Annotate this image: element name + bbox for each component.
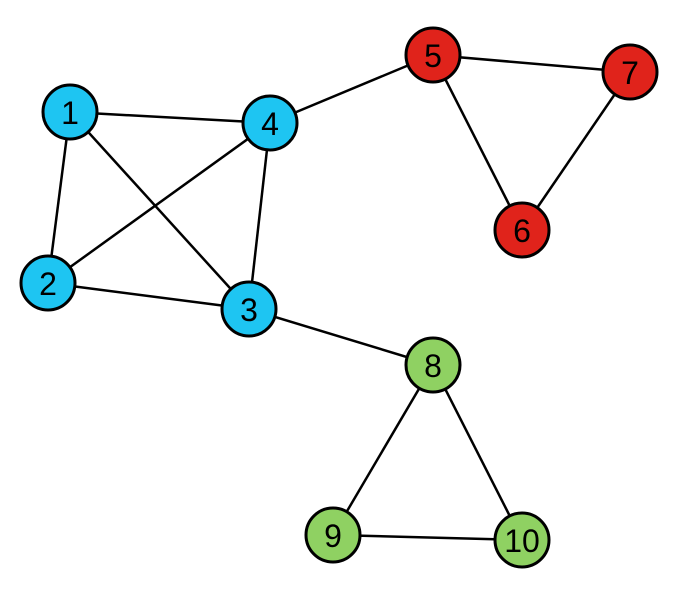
edge-5-7 — [432, 53, 631, 74]
edge-4-5 — [269, 53, 434, 125]
node-5-circle — [404, 26, 462, 84]
node-2-label: 2 — [39, 266, 57, 302]
node-3-label: 3 — [240, 292, 258, 328]
node-layer: 1 2 3 4 5 6 7 8 9 10 — [19, 26, 659, 569]
node-5: 5 — [404, 26, 462, 84]
node-10: 10 — [493, 511, 551, 569]
edge-8-9 — [331, 364, 435, 536]
node-1-circle — [41, 83, 99, 141]
node-2-circle — [19, 254, 77, 312]
node-6-label: 6 — [513, 213, 531, 249]
node-8-label: 8 — [424, 348, 442, 384]
edge-8-10 — [431, 364, 524, 541]
node-9: 9 — [304, 506, 362, 564]
edge-3-8 — [248, 307, 434, 367]
edge-6-7 — [520, 71, 632, 231]
edge-layer — [46, 53, 632, 542]
node-9-label: 9 — [324, 518, 342, 554]
edge-2-4 — [47, 121, 271, 285]
node-8-circle — [404, 336, 462, 394]
node-3-circle — [220, 280, 278, 338]
edge-9-10 — [332, 533, 523, 542]
node-10-circle — [493, 511, 551, 569]
edge-1-4 — [69, 110, 271, 125]
node-3: 3 — [220, 280, 278, 338]
node-10-label: 10 — [504, 523, 540, 559]
node-7: 7 — [601, 43, 659, 101]
edge-3-4 — [247, 122, 272, 310]
edge-1-3 — [69, 111, 250, 310]
node-1: 1 — [41, 83, 99, 141]
node-8: 8 — [404, 336, 462, 394]
edge-5-6 — [431, 54, 524, 231]
edge-2-3 — [47, 281, 250, 311]
node-4-circle — [241, 94, 299, 152]
node-4-label: 4 — [261, 106, 279, 142]
node-2: 2 — [19, 254, 77, 312]
node-6-circle — [493, 201, 551, 259]
node-7-label: 7 — [621, 55, 639, 91]
node-4: 4 — [241, 94, 299, 152]
node-5-label: 5 — [424, 38, 442, 74]
node-9-circle — [304, 506, 362, 564]
node-6: 6 — [493, 201, 551, 259]
edge-1-2 — [46, 111, 72, 284]
node-1-label: 1 — [61, 95, 79, 131]
node-7-circle — [601, 43, 659, 101]
